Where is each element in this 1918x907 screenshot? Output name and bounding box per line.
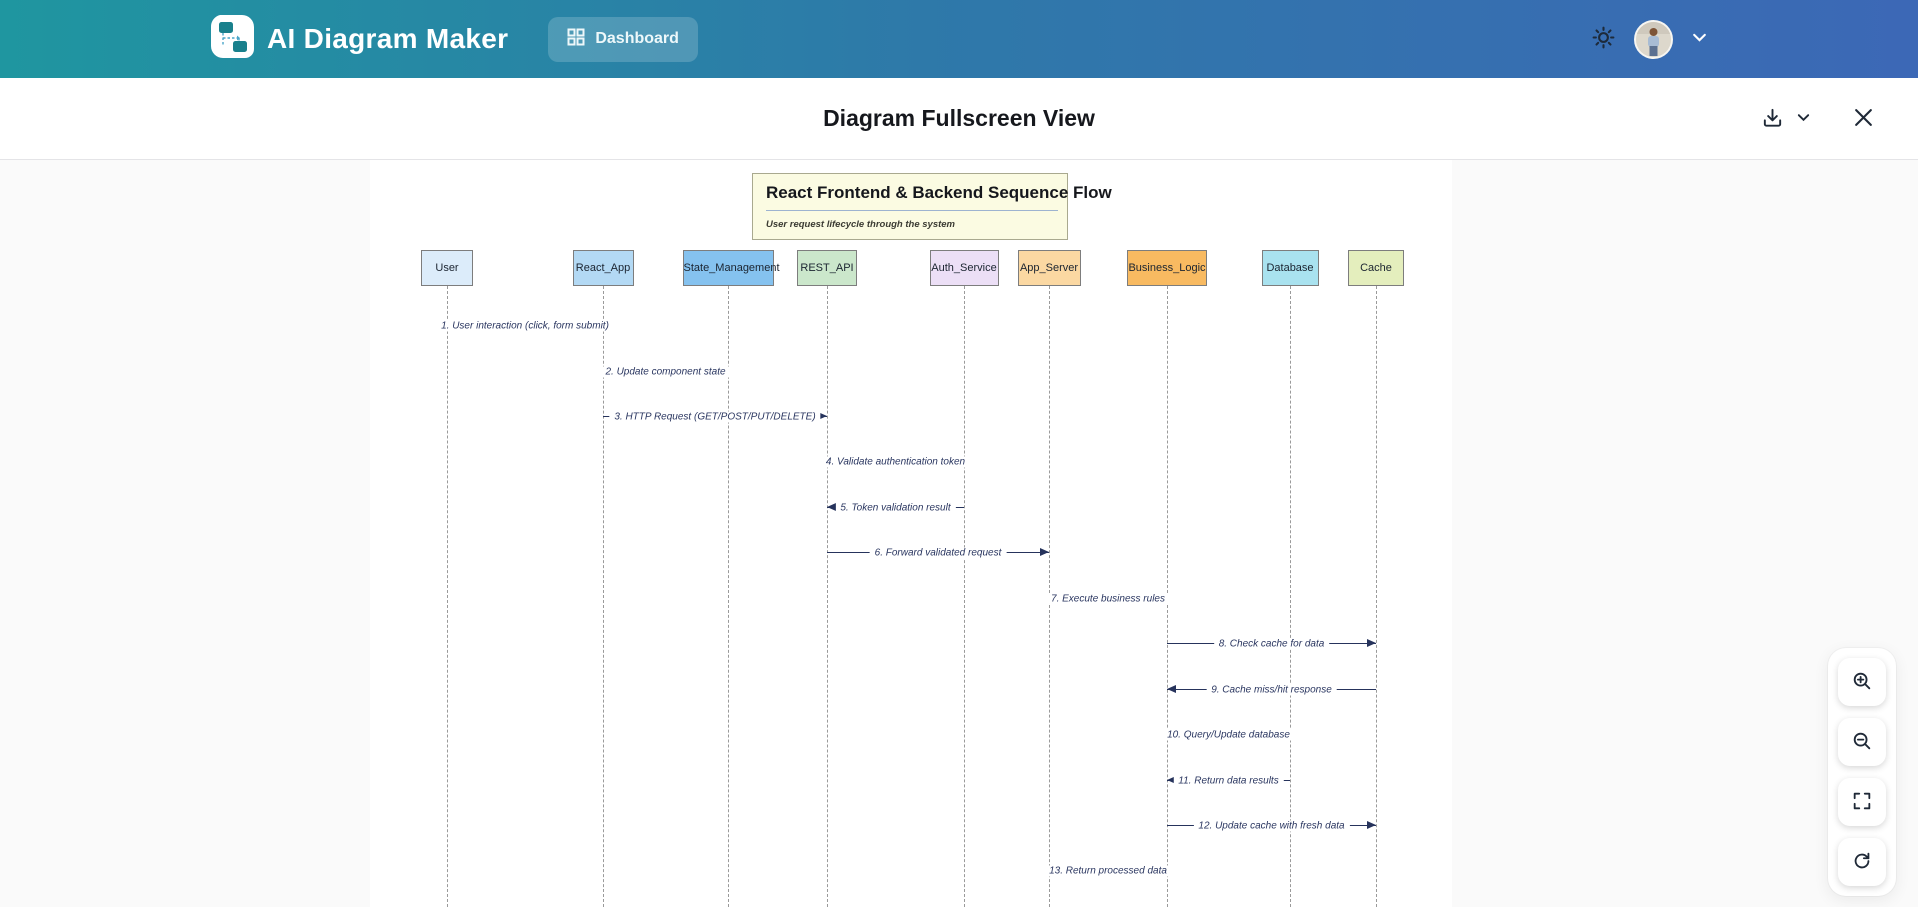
app-logo-icon [210,14,255,64]
zoom-in-icon [1851,670,1873,695]
user-menu-chevron[interactable] [1691,29,1708,49]
message-label: 13. Return processed data [1044,865,1172,877]
top-navigation: AI Diagram Maker Dashboard [0,0,1918,78]
zoom-in-button[interactable] [1838,658,1886,706]
theme-toggle-button[interactable] [1591,25,1616,53]
download-icon [1761,106,1784,132]
close-fullscreen-button[interactable] [1847,101,1880,137]
message-label: 11. Return data results [1173,775,1284,787]
actor-Auth_Service: Auth_Service [929,250,999,286]
message-label: 7. Execute business rules [1046,593,1170,605]
arrowhead-icon [1167,776,1176,784]
actor-Database: Database [1261,250,1319,286]
actor-State_Management: State_Management [682,250,780,286]
actor-User: User [421,250,473,286]
actor-App_Server: App_Server [1017,250,1081,286]
reset-icon [1851,850,1873,875]
arrowhead-icon [1367,639,1376,647]
diagram-canvas[interactable]: React Frontend & Backend Sequence Flow U… [370,160,1452,907]
download-button[interactable] [1755,100,1790,138]
message-label: 1. User interaction (click, form submit) [436,320,614,332]
diagram-title: React Frontend & Backend Sequence Flow [766,183,1112,202]
view-controls-panel [1828,648,1896,896]
lifeline-REST_API [827,286,828,907]
arrowhead-icon [827,503,836,511]
message-label: 6. Forward validated request [869,547,1007,559]
fullscreen-button[interactable] [1838,778,1886,826]
grid-icon [567,28,585,51]
page-title: Diagram Fullscreen View [823,105,1095,131]
sun-icon [1591,25,1616,53]
message-label: 3. HTTP Request (GET/POST/PUT/DELETE) [609,411,821,423]
zoom-out-icon [1851,730,1873,755]
close-icon [1853,107,1874,131]
actor-React_App: React_App [572,250,634,286]
avatar[interactable] [1634,19,1673,59]
message-label: 10. Query/Update database [1162,729,1295,741]
fullscreen-view-header: Diagram Fullscreen View [0,78,1918,160]
fullscreen-icon [1851,790,1873,815]
message-label: 2. Update component state [600,366,731,378]
lifeline-Database [1290,286,1291,907]
arrowhead-icon [818,412,827,420]
diagram-title-box: React Frontend & Backend Sequence Flow U… [752,173,1112,240]
arrowhead-icon [1167,685,1176,693]
dashboard-button-label: Dashboard [595,30,679,47]
actor-REST_API: REST_API [797,250,857,286]
lifeline-React_App [603,286,604,907]
message-label: 8. Check cache for data [1213,638,1330,650]
arrowhead-icon [1367,821,1376,829]
actor-Business_Logic: Business_Logic [1127,250,1207,286]
arrowhead-icon [1040,548,1049,556]
lifeline-Cache [1376,286,1377,907]
actor-Cache: Cache [1348,250,1404,286]
zoom-out-button[interactable] [1838,718,1886,766]
diagram-content-area: React Frontend & Backend Sequence Flow U… [0,160,1918,907]
dashboard-button[interactable]: Dashboard [548,16,698,62]
diagram-subtitle: User request lifecycle through the syste… [766,219,956,230]
message-label: 4. Validate authentication token [820,456,971,468]
message-label: 12. Update cache with fresh data [1193,820,1350,832]
message-label: 5. Token validation result [835,502,956,514]
chevron-down-icon [1796,110,1811,128]
message-label: 9. Cache miss/hit response [1206,684,1337,696]
lifeline-User [447,286,448,907]
reset-view-button[interactable] [1838,838,1886,886]
lifeline-State_Management [728,286,729,907]
lifeline-Auth_Service [964,286,965,907]
title-divider [766,210,1058,211]
download-options-button[interactable] [1790,104,1817,134]
brand[interactable]: AI Diagram Maker [210,14,508,64]
app-title: AI Diagram Maker [267,23,509,54]
chevron-down-icon [1691,29,1708,49]
